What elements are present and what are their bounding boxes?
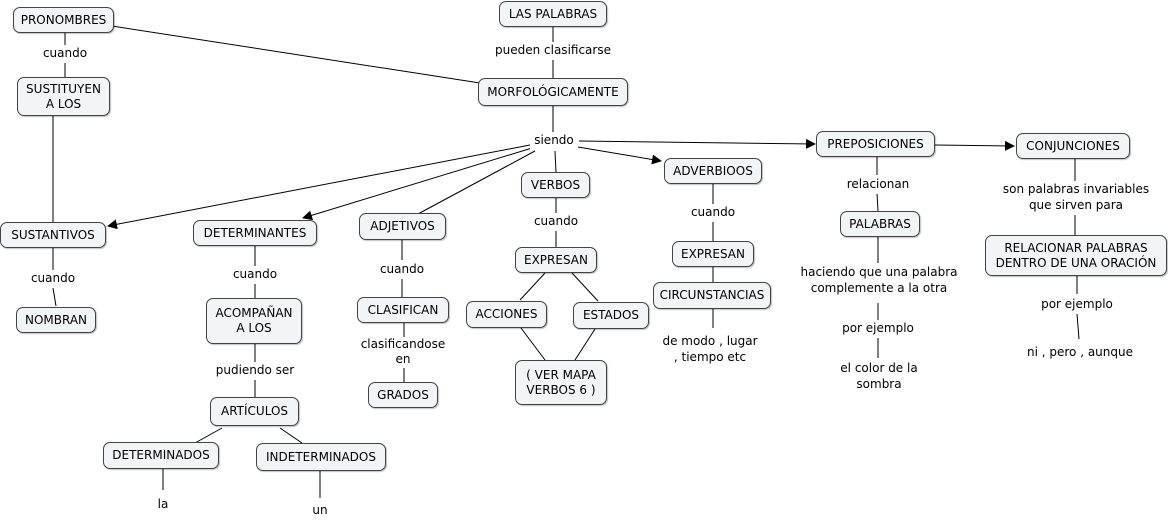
link-el-color-de-la-sombra: el color de la sombra (830, 360, 928, 393)
link-la: la (150, 496, 176, 514)
link-un: un (305, 502, 335, 520)
link-cuando-adverbios: cuando (687, 204, 739, 222)
concept-adjetivos[interactable]: ADJETIVOS (359, 213, 446, 240)
concept-pronombres[interactable]: PRONOMBRES (13, 7, 114, 33)
link-siendo: siendo (530, 132, 578, 150)
concept-articulos[interactable]: ARTÍCULOS (210, 397, 299, 426)
concept-ver-mapa-verbos[interactable]: ( VER MAPA VERBOS 6 ) (515, 360, 607, 405)
concept-clasifican[interactable]: CLASIFICAN (357, 297, 449, 323)
link-de-modo-lugar-tiempo: de modo , lugar , tiempo etc (656, 333, 764, 366)
link-clasificandose-en: clasificandose en (355, 337, 451, 368)
concept-palabras[interactable]: PALABRAS (840, 211, 920, 237)
concept-estados[interactable]: ESTADOS (573, 302, 649, 329)
concept-acciones[interactable]: ACCIONES (466, 301, 547, 328)
concept-circunstancias[interactable]: CIRCUNSTANCIAS (653, 282, 771, 309)
concept-expresan-adverbios[interactable]: EXPRESAN (672, 241, 754, 267)
concept-determinantes[interactable]: DETERMINANTES (193, 220, 317, 246)
concept-preposiciones[interactable]: PREPOSICIONES (816, 131, 935, 157)
link-cuando-sustantivos: cuando (27, 270, 79, 288)
link-relacionan: relacionan (842, 176, 914, 194)
link-cuando-pronombres: cuando (38, 45, 92, 63)
concept-las-palabras[interactable]: LAS PALABRAS (499, 1, 607, 27)
link-pudiendo-ser: pudiendo ser (211, 362, 299, 380)
link-ni-pero-aunque: ni , pero , aunque (1019, 344, 1141, 362)
link-cuando-determinantes: cuando (229, 266, 281, 284)
concept-sustantivos[interactable]: SUSTANTIVOS (0, 222, 106, 248)
concept-grados[interactable]: GRADOS (368, 382, 438, 408)
concept-conjunciones[interactable]: CONJUNCIONES (1016, 133, 1130, 159)
link-haciendo-que: haciendo que una palabra complemente a l… (796, 264, 962, 297)
link-pueden-clasificarse: pueden clasificarse (493, 42, 613, 60)
concept-verbos[interactable]: VERBOS (521, 172, 590, 198)
link-son-palabras-invariables: son palabras invariables que sirven para (996, 181, 1156, 215)
link-cuando-adjetivos: cuando (376, 261, 428, 279)
concept-determinados[interactable]: DETERMINADOS (103, 442, 219, 469)
link-cuando-verbos: cuando (530, 213, 582, 231)
link-por-ejemplo-conj: por ejemplo (1036, 296, 1118, 314)
concept-expresan-verbos[interactable]: EXPRESAN (515, 247, 597, 273)
concept-adverbios[interactable]: ADVERBIOOS (664, 158, 762, 184)
concept-morfologicamente[interactable]: MORFOLÓGICAMENTE (478, 78, 628, 106)
concept-sustituyen-a-los[interactable]: SUSTITUYEN A LOS (17, 77, 110, 116)
concept-indeterminados[interactable]: INDETERMINADOS (256, 443, 386, 471)
concept-acompanan-a-los[interactable]: ACOMPAÑAN A LOS (206, 298, 302, 344)
concept-relacionar-palabras[interactable]: RELACIONAR PALABRAS DENTRO DE UNA ORACIÓ… (985, 235, 1167, 276)
link-por-ejemplo-prep: por ejemplo (838, 320, 918, 338)
concept-nombran[interactable]: NOMBRAN (16, 307, 96, 333)
